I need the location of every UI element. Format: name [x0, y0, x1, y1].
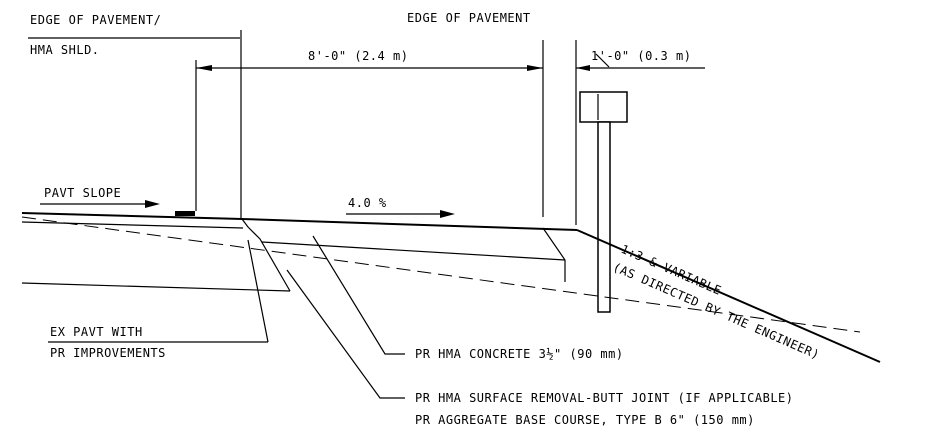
butt-joint-outline	[241, 218, 291, 292]
edge-pavement-label: EDGE OF PAVEMENT	[407, 11, 531, 25]
edge-hma-label-line2: HMA SHLD.	[30, 43, 100, 57]
dim-arrow-right-icon	[527, 65, 543, 71]
proposed-hma-edge	[542, 227, 566, 282]
dim-arrow-small-icon	[576, 65, 590, 71]
existing-pavement-top	[21, 212, 243, 220]
ex-pavt-leader	[247, 239, 269, 343]
guardrail-block	[579, 91, 628, 123]
pavt-slope-label: PAVT SLOPE	[44, 186, 121, 200]
dimension-small-label: 1'-0" (0.3 m)	[591, 49, 691, 63]
hma-concrete-label: PR HMA CONCRETE 3½" (90 mm)	[415, 347, 624, 361]
existing-ground-dashed	[21, 216, 861, 333]
ex-pavt-label-1: EX PAVT WITH	[50, 325, 143, 339]
leader-tick-small	[595, 53, 610, 68]
proposed-hma-bottom	[261, 241, 566, 261]
pavement-marker	[175, 211, 195, 216]
side-slope-line	[576, 229, 881, 363]
dim-arrow-left-icon	[196, 65, 212, 71]
existing-pavement-bottom	[21, 221, 244, 229]
proposed-hma-top	[241, 218, 578, 231]
dimension-main-label: 8'-0" (2.4 m)	[308, 49, 408, 63]
aggregate-base-label: PR AGGREGATE BASE COURSE, TYPE B 6" (150…	[415, 413, 755, 427]
slope-percent-arrowhead-icon	[440, 210, 455, 218]
existing-base-bottom	[21, 282, 291, 292]
slope-percent-label: 4.0 %	[348, 196, 387, 210]
ex-pavt-label-2: PR IMPROVEMENTS	[50, 346, 166, 360]
side-slope-label-2: (AS DIRECTED BY THE ENGINEER)	[611, 260, 822, 362]
surface-removal-leader	[286, 269, 405, 399]
pavt-slope-arrowhead-icon	[145, 200, 160, 208]
surface-removal-label: PR HMA SURFACE REMOVAL-BUTT JOINT (IF AP…	[415, 391, 794, 405]
guardrail-post	[597, 121, 611, 313]
edge-hma-label-line1: EDGE OF PAVEMENT/	[30, 13, 161, 27]
hma-concrete-leader	[312, 235, 405, 355]
